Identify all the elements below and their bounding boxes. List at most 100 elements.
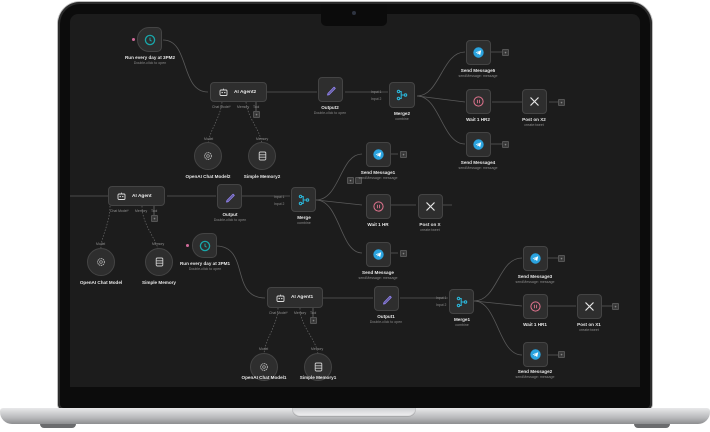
node-title: Merge2 <box>393 111 411 116</box>
port-label: Memory <box>237 105 250 109</box>
simple-memory-node-2[interactable] <box>248 142 276 170</box>
telegram-node-send-message[interactable] <box>366 242 391 267</box>
input-label: Input 2 <box>436 303 447 307</box>
node-subtitle: sendMessage: message <box>358 276 398 280</box>
telegram-icon <box>473 47 484 58</box>
port-label: Tool <box>310 311 317 315</box>
telegram-node-send-message-5[interactable] <box>466 40 491 65</box>
add-connection-button[interactable]: + <box>347 177 354 184</box>
add-tool-button[interactable]: + <box>310 317 317 324</box>
merge-icon <box>396 89 408 101</box>
add-node-button[interactable]: + <box>502 49 509 56</box>
node-subtitle: Double-click to open <box>369 320 403 324</box>
input-label: Input 2 <box>274 202 285 206</box>
add-node-button[interactable]: + <box>502 141 509 148</box>
port-label: Chat Model* <box>110 209 129 213</box>
node-title: Simple Memory1 <box>299 375 337 380</box>
robot-icon <box>117 192 126 200</box>
telegram-node-send-message-3[interactable] <box>523 246 548 271</box>
laptop-foot-left <box>40 424 76 428</box>
laptop-foot-right <box>634 424 670 428</box>
node-subtitle: sendMessage: message <box>458 166 498 170</box>
add-node-button[interactable]: + <box>558 351 565 358</box>
port-label: Model <box>96 242 106 246</box>
port-label: Chat Model* <box>269 311 288 315</box>
wait-node[interactable] <box>366 194 391 219</box>
telegram-icon <box>473 139 484 150</box>
node-title: Send Message1 <box>360 170 396 175</box>
node-subtitle: Double-click to open <box>133 61 167 65</box>
port-label: Memory <box>311 347 324 351</box>
node-title: Send Message4 <box>460 160 496 165</box>
ai-agent-node-2[interactable]: AI Agent2 <box>210 82 267 102</box>
ai-agent-node[interactable]: AI Agent <box>108 186 165 206</box>
port-label: Model <box>204 137 214 141</box>
add-node-button[interactable]: + <box>400 151 407 158</box>
telegram-icon <box>530 253 541 264</box>
output-node-1[interactable] <box>374 286 399 311</box>
output-node[interactable] <box>217 184 242 209</box>
wait-node-2[interactable] <box>466 89 491 114</box>
merge-node-2[interactable] <box>389 82 415 108</box>
add-tool-button[interactable]: + <box>151 215 158 222</box>
telegram-node-send-message-1[interactable] <box>366 142 391 167</box>
port-label: Memory <box>256 137 269 141</box>
simple-memory-node[interactable] <box>145 248 173 276</box>
node-subtitle: Double-click to open <box>213 218 247 222</box>
node-subtitle: sendMessage: message <box>515 375 555 379</box>
node-title: Send Message5 <box>460 68 496 73</box>
telegram-node-send-message-2[interactable] <box>523 342 548 367</box>
pencil-icon <box>381 293 393 305</box>
node-title: Output2 <box>321 105 339 110</box>
add-node-button[interactable]: + <box>558 255 565 262</box>
wait-node-1[interactable] <box>523 294 548 319</box>
node-subtitle: Double-click to open <box>313 111 347 115</box>
node-title: Send Message3 <box>517 274 553 279</box>
input-label: Input 1 <box>371 90 382 94</box>
telegram-node-send-message-4[interactable] <box>466 132 491 157</box>
x-post-node[interactable] <box>418 194 443 219</box>
openai-chat-model-node-2[interactable] <box>194 142 222 170</box>
openai-chat-model-node-1[interactable] <box>250 353 278 381</box>
node-title: OpenAI Chat Model1 <box>241 375 287 380</box>
pencil-icon <box>325 84 337 96</box>
robot-icon <box>219 88 228 96</box>
node-title: Post on X2 <box>522 117 546 122</box>
node-title: Wait 1 HR1 <box>523 322 547 327</box>
workflow-canvas[interactable]: Run every day at 3PM2 Double-click to op… <box>70 14 640 387</box>
schedule-trigger-node-1[interactable] <box>192 233 217 258</box>
delete-connection-button[interactable] <box>355 177 362 184</box>
node-title: OpenAI Chat Model <box>79 280 123 285</box>
telegram-icon <box>530 349 541 360</box>
x-post-node-2[interactable] <box>522 89 547 114</box>
node-title: Wait 1 HR2 <box>466 117 490 122</box>
merge-icon <box>456 296 468 308</box>
database-icon <box>258 151 267 161</box>
schedule-trigger-node-2[interactable] <box>137 27 162 52</box>
x-logo-icon <box>584 301 595 312</box>
add-node-button[interactable]: + <box>612 303 619 310</box>
merge-node[interactable] <box>291 187 316 212</box>
node-title: Run every day at 3PM1 <box>179 261 231 266</box>
trigger-indicator <box>132 38 135 41</box>
add-node-button[interactable]: + <box>558 99 565 106</box>
x-post-node-1[interactable] <box>577 294 602 319</box>
output-node-2[interactable] <box>318 77 343 102</box>
simple-memory-node-1[interactable] <box>304 353 332 381</box>
node-title: Simple Memory2 <box>243 174 281 179</box>
node-title: Merge <box>297 215 311 220</box>
port-label: Model <box>259 347 269 351</box>
node-subtitle: combine <box>455 323 469 327</box>
node-title: Send Message <box>362 270 394 275</box>
pause-icon <box>373 201 384 212</box>
x-logo-icon <box>425 201 436 212</box>
add-node-button[interactable]: + <box>400 250 407 257</box>
ai-agent-node-1[interactable]: AI Agent1 <box>267 287 323 308</box>
trigger-indicator <box>186 244 189 247</box>
add-tool-button[interactable]: + <box>253 111 260 118</box>
node-subtitle: create:tweet <box>579 328 599 332</box>
port-label: Memory <box>135 209 148 213</box>
openai-chat-model-node[interactable] <box>87 248 115 276</box>
merge-node-1[interactable] <box>449 289 474 314</box>
telegram-icon <box>373 249 384 260</box>
